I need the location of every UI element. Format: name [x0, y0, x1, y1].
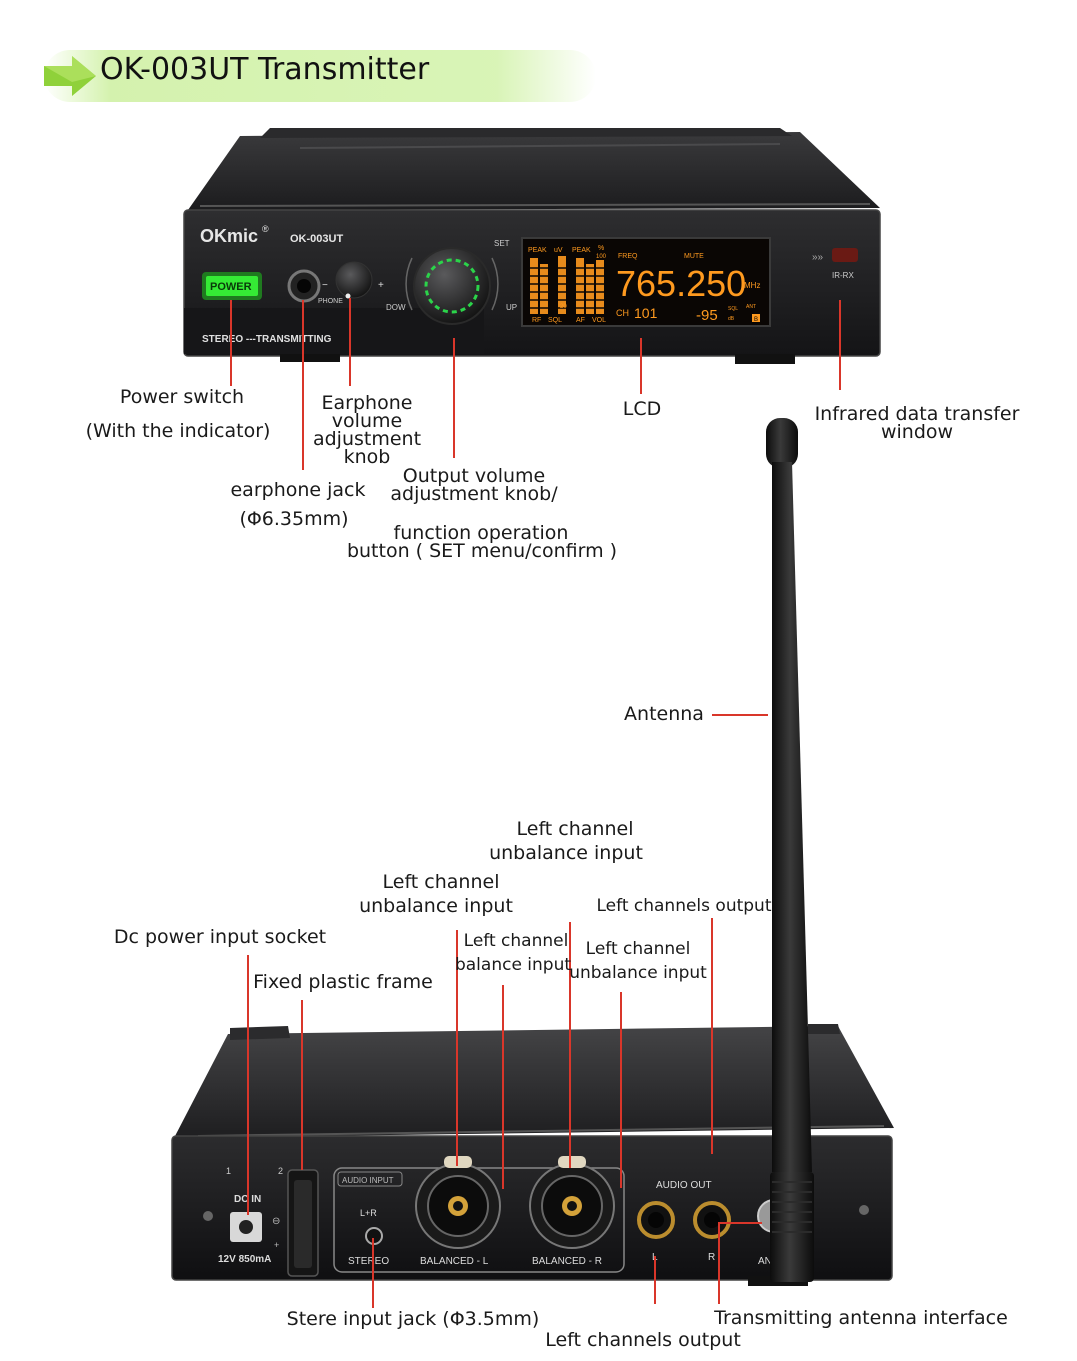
- svg-text:MUTE: MUTE: [684, 253, 704, 260]
- svg-text:RF: RF: [532, 317, 541, 324]
- rf-level-readout: -95: [696, 307, 718, 324]
- svg-text:%: %: [598, 245, 604, 252]
- leader-dc-power: [247, 955, 249, 1215]
- svg-text:UP: UP: [506, 303, 517, 312]
- leader-left-unbalance-right: [620, 992, 622, 1188]
- svg-text:BALANCED - L: BALANCED - L: [420, 1256, 489, 1267]
- svg-text:AUDIO INPUT: AUDIO INPUT: [342, 1176, 394, 1185]
- leader-left-unbalance-top: [569, 922, 571, 1168]
- leader-left-output-top: [711, 918, 713, 1154]
- earphone-volume-knob[interactable]: [335, 261, 373, 299]
- svg-text:CH: CH: [616, 308, 629, 318]
- svg-text:SQL: SQL: [548, 317, 562, 324]
- knob-ring-indicator-icon: [424, 258, 480, 314]
- svg-text:SQL: SQL: [728, 306, 738, 312]
- stereo-input-jack[interactable]: [365, 1227, 383, 1245]
- label-dc-power: Dc power input socket: [113, 926, 327, 948]
- label-fixed-frame: Fixed plastic frame: [253, 971, 433, 993]
- transmitter-rear-panel: 1 2 DC IN ⊖ + 12V 850mA AUDIO INPUT L+R …: [171, 1024, 894, 1286]
- svg-text:AF: AF: [576, 317, 585, 324]
- channel-readout: 101: [634, 305, 658, 321]
- svg-text:dB: dB: [728, 316, 735, 322]
- leader-lcd: [640, 338, 642, 394]
- svg-text:VOL: VOL: [592, 317, 606, 324]
- svg-text:L+R: L+R: [360, 1208, 377, 1218]
- polarity-icon: ⊖: [272, 1216, 280, 1227]
- page-title: OK-003UT Transmitter: [100, 52, 430, 87]
- svg-text:B: B: [754, 317, 758, 323]
- level-meter-bars: [530, 256, 604, 314]
- svg-text:2: 2: [278, 1166, 283, 1176]
- leader-stereo-jack: [372, 1238, 374, 1308]
- label-with-indicator: (With the indicator): [85, 420, 271, 442]
- leader-earphone-jack: [302, 300, 304, 470]
- transmitter-front-panel: OKmic ® OK-003UT POWER − + PHONE DOW UP …: [183, 128, 881, 364]
- svg-text:POWER: POWER: [210, 281, 252, 293]
- svg-text:uV: uV: [554, 247, 563, 254]
- audio-input-panel: [333, 1167, 625, 1273]
- svg-text:PEAK: PEAK: [528, 247, 547, 254]
- svg-text:®: ®: [262, 224, 269, 234]
- svg-text:12V 850mA: 12V 850mA: [218, 1254, 271, 1265]
- leader-output-knob: [453, 338, 455, 458]
- label-left-channels-output-bottom: Left channels output: [545, 1329, 741, 1351]
- brand-logo: OKmic: [200, 226, 258, 246]
- leader-antenna: [712, 714, 768, 716]
- leader-infrared: [839, 300, 841, 390]
- svg-text:AN: AN: [758, 1256, 772, 1267]
- svg-text:+: +: [274, 1240, 279, 1250]
- svg-text:−: −: [322, 280, 328, 291]
- svg-text:DOW: DOW: [386, 303, 406, 312]
- svg-text:BALANCED - R: BALANCED - R: [532, 1256, 602, 1267]
- green-arrow-icon: [44, 56, 96, 96]
- leader-earphone-knob: [349, 298, 351, 386]
- power-indicator-icon: [206, 276, 258, 296]
- leader-left-output-bottom: [654, 1256, 656, 1304]
- svg-text:MHz: MHz: [744, 281, 760, 290]
- leader-antenna-interface-h: [718, 1222, 762, 1224]
- svg-text:FREQ: FREQ: [618, 253, 638, 260]
- label-power-switch: Power switch: [119, 386, 245, 408]
- svg-text:AUDIO OUT: AUDIO OUT: [656, 1180, 712, 1191]
- svg-text:SET: SET: [494, 239, 510, 248]
- svg-text:IR-RX: IR-RX: [832, 271, 854, 280]
- label-stereo-jack: Stere input jack (Φ3.5mm): [286, 1308, 540, 1330]
- leader-plastic-frame: [301, 1000, 303, 1170]
- leader-left-unbalance-mid: [456, 930, 458, 1166]
- leader-left-balance: [502, 985, 504, 1189]
- svg-text:STEREO: STEREO: [348, 1256, 389, 1267]
- svg-text:STEREO ---TRANSMITTING: STEREO ---TRANSMITTING: [202, 334, 332, 345]
- leader-power: [230, 300, 232, 386]
- infrared-window: [832, 248, 858, 262]
- frequency-readout: 765.250: [616, 263, 746, 304]
- svg-text:R: R: [708, 1252, 715, 1263]
- svg-text:100: 100: [596, 254, 607, 260]
- svg-text:ANT: ANT: [746, 304, 756, 310]
- antenna: [766, 418, 814, 1282]
- svg-text:PEAK: PEAK: [572, 247, 591, 254]
- title-banner: [44, 50, 596, 102]
- svg-text:20: 20: [560, 304, 567, 310]
- label-left-channels-output-top: Left channels output: [596, 896, 772, 916]
- label-antenna: Antenna: [624, 703, 704, 725]
- svg-text:1: 1: [226, 1166, 231, 1176]
- model-label: OK-003UT: [290, 233, 343, 245]
- svg-text:+: +: [378, 280, 384, 291]
- ir-arrow-icon: »»: [812, 252, 824, 263]
- label-transmitting-antenna: Transmitting antenna interface: [714, 1307, 1008, 1329]
- label-earphone-jack: earphone jack: [230, 479, 366, 501]
- leader-antenna-interface: [718, 1222, 720, 1304]
- svg-text:PHONE: PHONE: [318, 298, 343, 305]
- label-lcd: LCD: [622, 398, 662, 420]
